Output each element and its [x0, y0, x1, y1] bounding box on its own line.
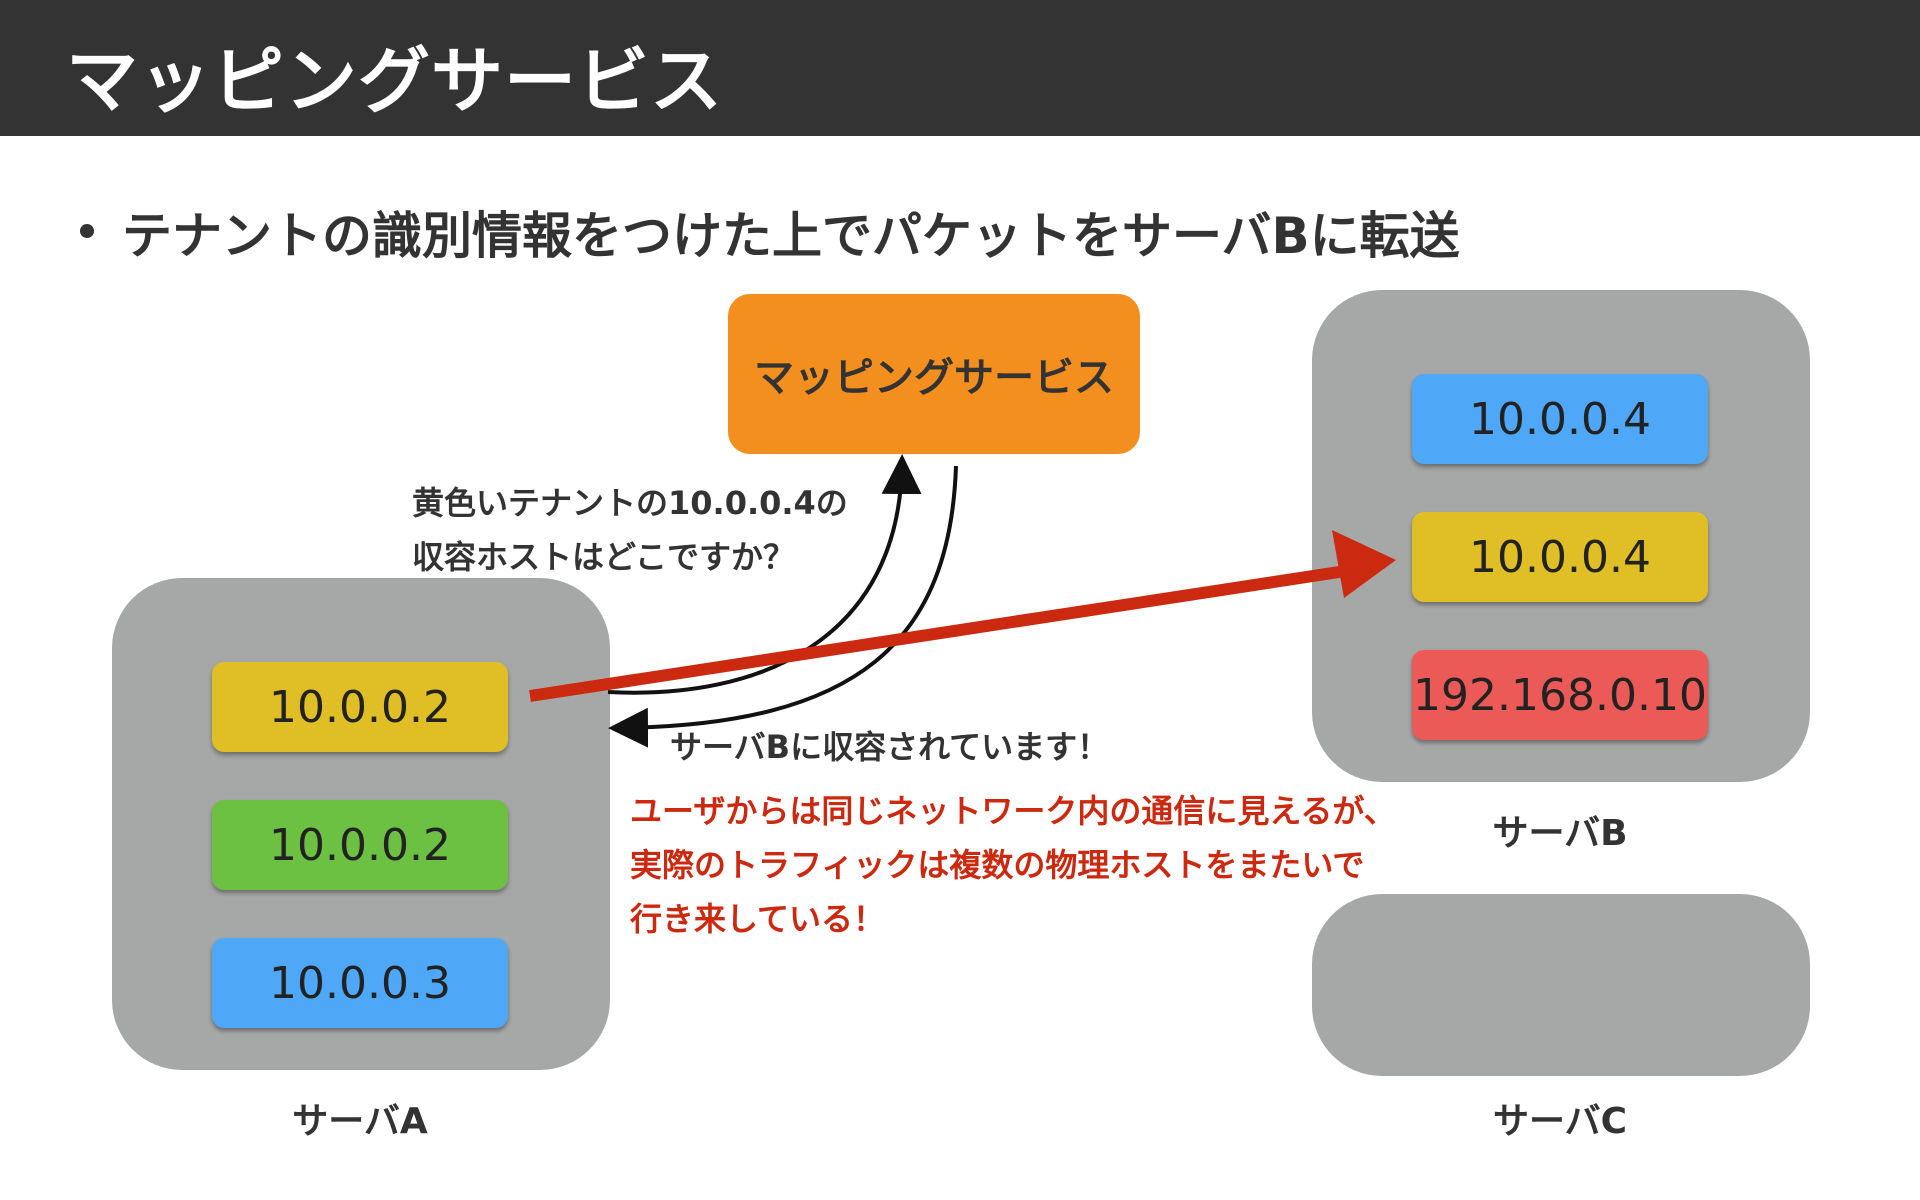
forward-arrow-head	[1332, 530, 1396, 598]
server-b-vm-yellow: 10.0.0.4	[1412, 512, 1708, 602]
mapping-service-box: マッピングサービス	[728, 294, 1140, 454]
remark-line-1: ユーザからは同じネットワーク内の通信に見えるが、	[630, 792, 1396, 830]
server-a-vm-blue: 10.0.0.3	[212, 938, 508, 1028]
remark-line-2: 実際のトラフィックは複数の物理ホストをまたいで	[630, 846, 1365, 884]
query-arrow	[607, 454, 922, 695]
server-b-vm-blue: 10.0.0.4	[1412, 374, 1708, 464]
server-a-vm-yellow: 10.0.0.2	[212, 662, 508, 752]
query-line-2: 収容ホストはどこですか？	[412, 538, 796, 576]
server-a-label: サーバA	[292, 1101, 428, 1142]
remark-text: ユーザからは同じネットワーク内の通信に見えるが、 実際のトラフィックは複数の物理…	[630, 784, 1396, 946]
server-c-label: サーバC	[1492, 1101, 1628, 1142]
page-title: マッピングサービス	[66, 39, 724, 123]
server-b-vm-red: 192.168.0.10	[1412, 650, 1708, 740]
query-text: 黄色いテナントの10.0.0.4の 収容ホストはどこですか？	[412, 476, 848, 584]
remark-line-3: 行き来している！	[630, 900, 886, 938]
server-a-vm-green: 10.0.0.2	[212, 800, 508, 890]
reply-arrow	[608, 465, 958, 748]
query-line-1: 黄色いテナントの10.0.0.4の	[412, 484, 848, 522]
server-b-label: サーバB	[1492, 813, 1628, 854]
forward-arrow-shaft	[529, 564, 1353, 702]
server-c-box	[1312, 894, 1810, 1076]
bullet-dot	[80, 224, 94, 238]
header-bar: マッピングサービス	[0, 0, 1920, 136]
reply-text: サーバBに収容されています！	[670, 728, 1110, 766]
bullet-text: テナントの識別情報をつけた上でパケットをサーバBに転送	[122, 207, 1460, 265]
